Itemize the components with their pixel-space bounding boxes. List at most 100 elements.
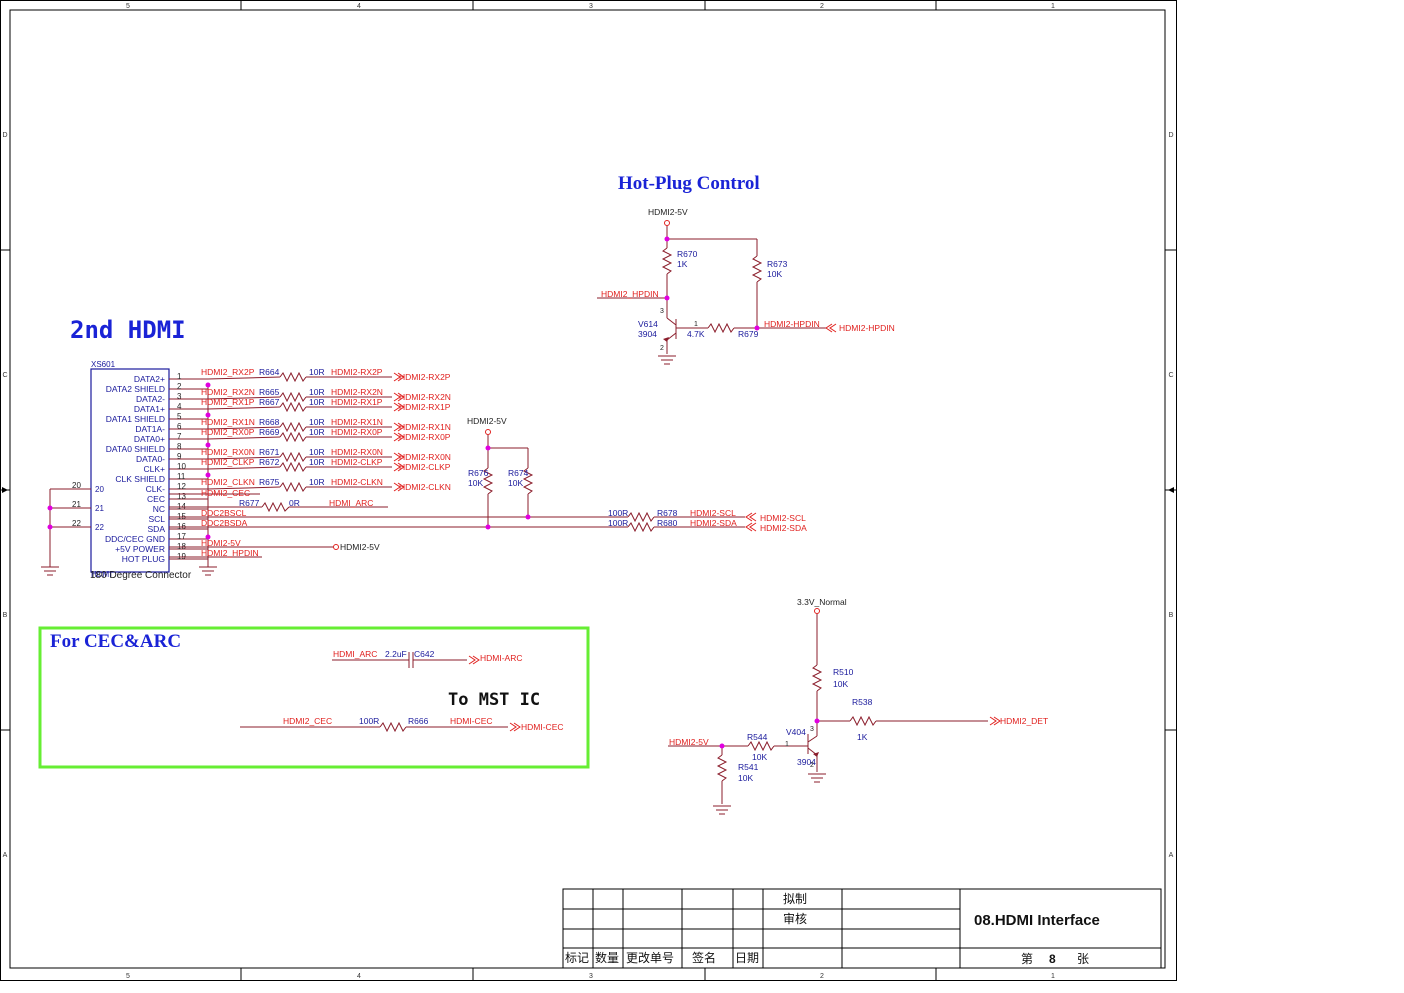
connector-pin-number: 4 xyxy=(177,402,182,411)
tmds-wire-in xyxy=(207,426,281,430)
port-scl: HDMI2-SCL xyxy=(760,513,806,523)
port-arrow-icon xyxy=(393,422,401,432)
connector-ref: XS601 xyxy=(91,360,116,369)
resistor-icon xyxy=(279,481,307,493)
port-arrow-icon xyxy=(397,432,405,442)
tmds-wire-in xyxy=(207,396,281,400)
connector-pin-number: 5 xyxy=(177,412,182,421)
connector-pin-name: SCL xyxy=(148,514,165,524)
tmds-res-value: 10R xyxy=(309,417,325,427)
tmds-right-net: HDMI2-RX2N xyxy=(331,387,383,397)
title-block xyxy=(562,888,1162,969)
port-arrow-icon xyxy=(397,462,405,472)
frame-row-a-left: A xyxy=(3,852,8,859)
port-arrow-icon xyxy=(393,482,401,492)
ground-icon xyxy=(658,355,676,365)
arc-port: HDMI-ARC xyxy=(480,653,523,663)
net-power: HDMI2-5V xyxy=(201,538,241,548)
connector-pin-name: SDA xyxy=(148,524,166,534)
connector-pin-name: CEC xyxy=(147,494,165,504)
frame-arrows xyxy=(2,487,1174,493)
v614-pin-b: 1 xyxy=(694,321,698,328)
r673-ref: R673 xyxy=(767,259,788,269)
tmds-port: HDMI2-CLKN xyxy=(399,482,451,492)
detect-in-net: HDMI2-5V xyxy=(669,737,709,747)
tmds-res-ref: R667 xyxy=(259,397,280,407)
title-header-date: 日期 xyxy=(735,951,759,965)
tmds-res-value: 10R xyxy=(309,387,325,397)
tmds-port: HDMI2-CLKP xyxy=(399,462,451,472)
ground-symbols-connector xyxy=(41,385,217,576)
r677-ref: R677 xyxy=(239,498,260,508)
r544-value: 10K xyxy=(752,752,767,762)
tmds-wire-in xyxy=(207,436,281,440)
frame-col-4-bottom: 4 xyxy=(357,973,361,980)
arc-net: HDMI_ARC xyxy=(333,649,377,659)
r670-ref: R670 xyxy=(677,249,698,259)
frame-col-4-top: 4 xyxy=(357,3,361,10)
r670-value: 1K xyxy=(677,259,688,269)
c642-value: 2.2uF xyxy=(385,649,407,659)
connector-pin-name: DAT1A- xyxy=(135,424,165,434)
tmds-right-net: HDMI2-RX2P xyxy=(331,367,383,377)
v614-ref: V614 xyxy=(638,319,658,329)
r677-value: 0R xyxy=(289,498,300,508)
tmds-left-net: HDMI2_RX1N xyxy=(201,417,255,427)
hotplug-heading: Hot-Plug Control xyxy=(618,173,760,194)
resistor-icon xyxy=(279,391,307,403)
net-scl: HDMI2-SCL xyxy=(690,508,736,518)
port-arrow-icon xyxy=(393,392,401,402)
tmds-port: HDMI2-RX2P xyxy=(399,372,451,382)
frame-row-d-right: D xyxy=(1168,132,1173,139)
ground-icon xyxy=(808,773,826,783)
net-ddc-scl: DDC2BSCL xyxy=(201,508,247,518)
tmds-left-net: HDMI2_RX0N xyxy=(201,447,255,457)
port-arrow-icon xyxy=(397,372,405,382)
net-cec: HDMI2_CEC xyxy=(201,488,250,498)
r538-ref: R538 xyxy=(852,697,873,707)
connector-pin-name: CLK+ xyxy=(144,464,166,474)
tmds-res-ref: R669 xyxy=(259,427,280,437)
connector-pin-number: 3 xyxy=(177,392,182,401)
connector-pin-number: 1 xyxy=(177,372,182,381)
r676-ref: R676 xyxy=(468,468,489,478)
ddc-supply: HDMI2-5V xyxy=(467,416,507,426)
v404-ref: V404 xyxy=(786,727,806,737)
r679-value: 4.7K xyxy=(687,329,705,339)
tmds-port: HDMI2-RX2N xyxy=(399,392,451,402)
v614-part: 3904 xyxy=(638,329,657,339)
connector-pin-name: DATA0 SHIELD xyxy=(106,444,165,454)
tmds-left-net: HDMI2_CLKN xyxy=(201,477,255,487)
resistor-icon xyxy=(279,431,307,443)
connector-part: HDMI xyxy=(91,570,111,579)
connector-caption: 180 Degree Connector xyxy=(90,570,192,581)
cec-arc-box xyxy=(38,626,590,769)
connector-pin-name: HOT PLUG xyxy=(122,554,165,564)
power-port-icon xyxy=(333,544,339,550)
port-arrow-icon xyxy=(393,402,401,412)
connector-pin-number: 8 xyxy=(177,442,182,451)
tmds-res-value: 10R xyxy=(309,397,325,407)
connector-pin-name: CLK SHIELD xyxy=(115,474,165,484)
cec-arc-port-arrows xyxy=(468,655,521,732)
tmds-port: HDMI2-RX1N xyxy=(399,422,451,432)
tmds-wire-in xyxy=(207,486,281,490)
connector-pin-number: 12 xyxy=(177,482,186,491)
port-arrow-icon xyxy=(397,452,405,462)
detect-circuit xyxy=(668,608,988,804)
connector-pin-name: DATA2+ xyxy=(134,374,165,384)
r673-value: 10K xyxy=(767,269,782,279)
detect-emitter-arrow-icon xyxy=(813,752,819,757)
ddc-port-arrows xyxy=(745,512,757,532)
connector-pin-number: 10 xyxy=(177,462,186,471)
connector-pin-name: DATA1+ xyxy=(134,404,165,414)
connector-pin-number: 11 xyxy=(177,472,186,481)
r666-ref: R666 xyxy=(408,716,429,726)
r678-value: 100R xyxy=(608,508,628,518)
